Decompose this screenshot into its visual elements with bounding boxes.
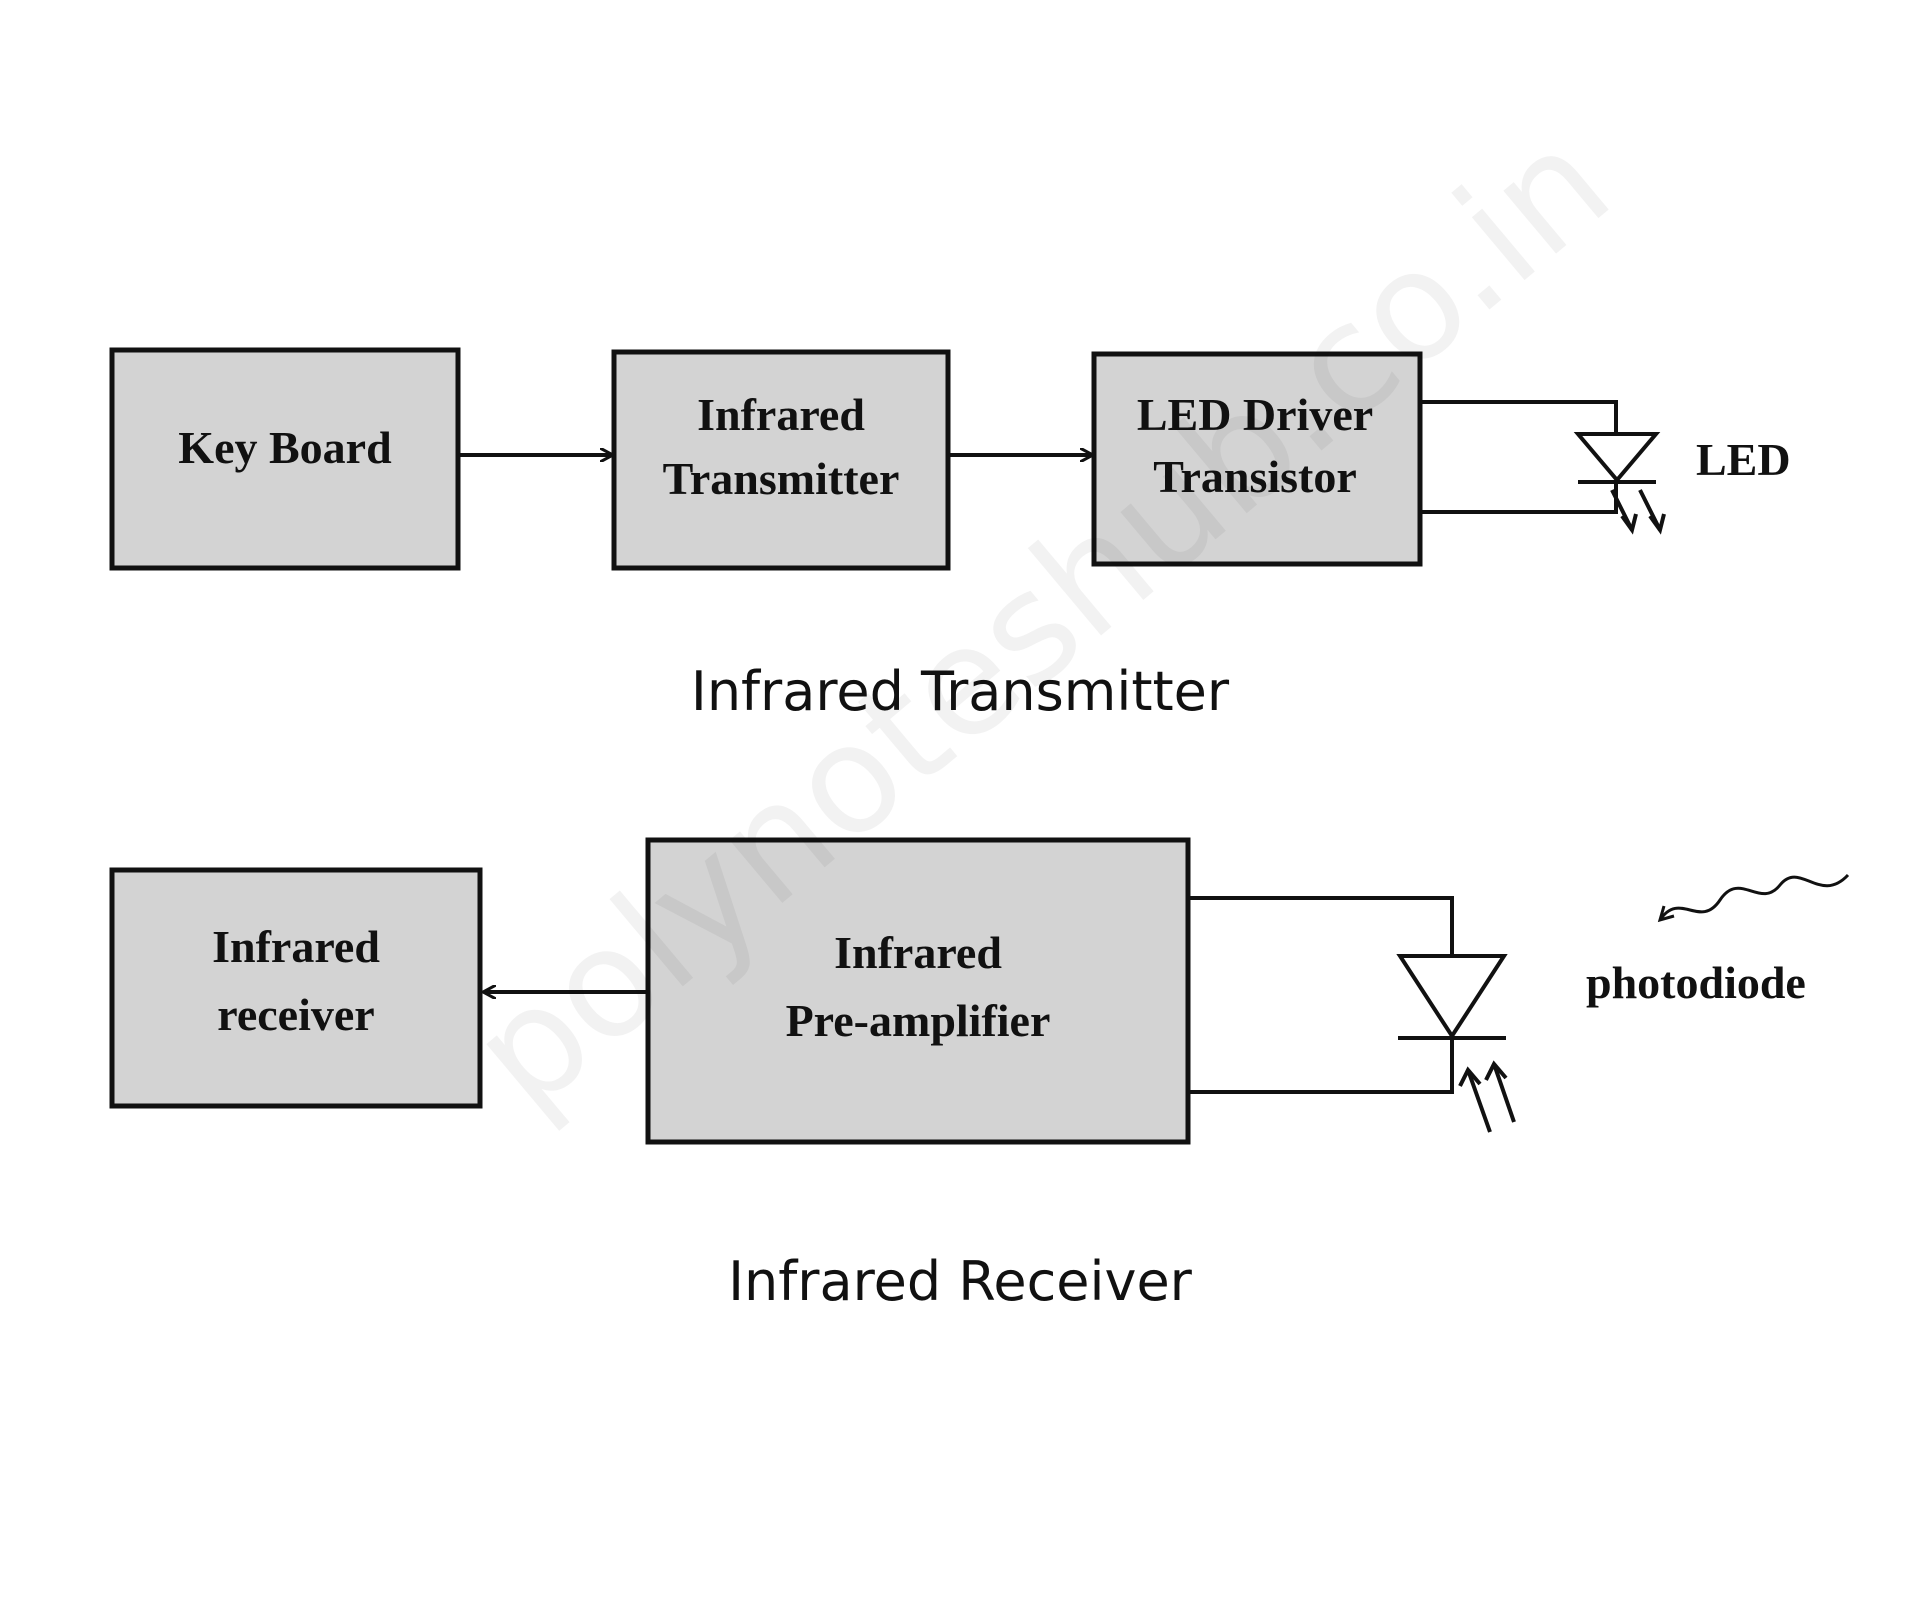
transmitter-label-line1: Infrared: [697, 389, 865, 440]
led-label: LED: [1696, 434, 1791, 485]
receiver-label-line2: receiver: [217, 989, 374, 1040]
led-icon: [1420, 400, 1666, 535]
light-wave-icon: [1657, 873, 1850, 923]
infrared-receiver-block: Infrared receiver: [109, 867, 483, 1109]
preamplifier-block: Infrared Pre-amplifier: [645, 837, 1191, 1145]
infrared-transmitter-block: Infrared Transmitter: [611, 349, 951, 571]
led-driver-block: LED Driver Transistor: [1091, 351, 1423, 567]
preamp-label-line1: Infrared: [834, 927, 1002, 978]
driver-label-line2: Transistor: [1153, 451, 1357, 502]
keyboard-label: Key Board: [178, 422, 392, 473]
receiver-caption: Infrared Receiver: [728, 1250, 1192, 1313]
photodiode-icon: [1188, 896, 1516, 1133]
preamp-label-line2: Pre-amplifier: [786, 995, 1051, 1046]
receiver-label-line1: Infrared: [212, 921, 380, 972]
photodiode-label: photodiode: [1586, 957, 1806, 1008]
keyboard-block: Key Board: [109, 347, 461, 571]
transmitter-caption: Infrared Transmitter: [690, 660, 1230, 723]
driver-label-line1: LED Driver: [1137, 389, 1373, 440]
transmitter-label-line2: Transmitter: [663, 453, 900, 504]
